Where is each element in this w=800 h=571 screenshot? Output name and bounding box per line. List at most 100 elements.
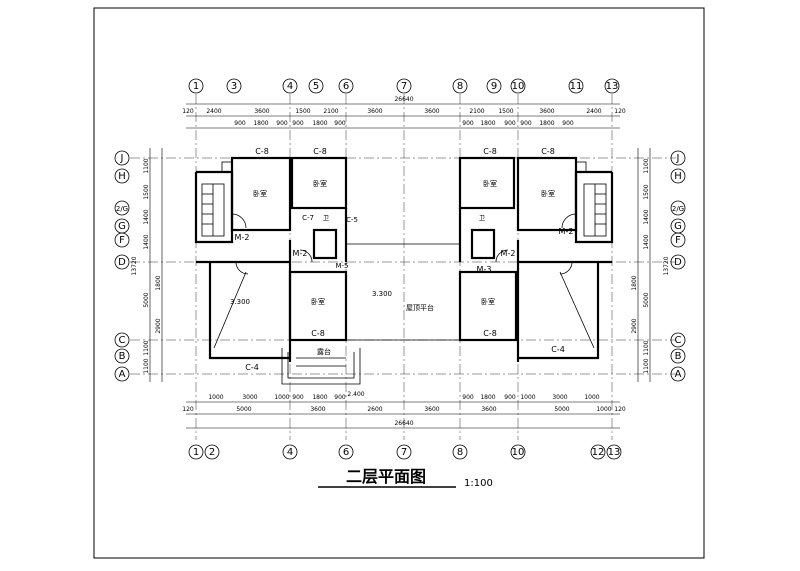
dimension-text: 1800	[312, 394, 327, 401]
opening-tags: C-8 C-8 C-8 C-8 C-8 C-8 C-4 C-4 M-2 M-2 …	[235, 147, 574, 398]
room-label-terrace: 屋顶平台	[406, 303, 434, 312]
dimension-text: 1100	[143, 358, 150, 373]
dimension-text: 3600	[367, 108, 382, 115]
edge-dimension: 120	[614, 406, 626, 413]
dimension-text: 900	[292, 120, 304, 127]
axis-bubble	[188, 78, 204, 94]
edge-dimension: 120	[182, 108, 194, 115]
dimension-text: 3600	[310, 406, 325, 413]
dimension-text: 900	[520, 120, 532, 127]
room-label-bedroom: 卧室	[313, 179, 327, 188]
dimension-text: 5000	[643, 292, 650, 307]
axis-bubble	[452, 78, 468, 94]
dimension-text: 900	[462, 120, 474, 127]
window-tag: C-8	[313, 147, 327, 156]
room-label-bedroom: 卧室	[253, 189, 267, 198]
walls	[194, 156, 614, 362]
axis-bubble	[604, 78, 620, 94]
room-label-balcony: 露台	[317, 347, 331, 356]
axis-label: J	[676, 153, 680, 164]
edge-dimension: 120	[182, 406, 194, 413]
dimension-text: 1000	[274, 394, 289, 401]
elevation-mark: 3.300	[372, 290, 392, 298]
axis-label: 2/G	[116, 205, 128, 213]
dimension-text: 2900	[155, 318, 162, 333]
overall-dimension: 26640	[394, 420, 413, 427]
dimension-text: 900	[504, 120, 516, 127]
door-tag: M-2	[559, 227, 574, 236]
room-label-bedroom: 卧室	[311, 297, 325, 306]
axis-label: B	[119, 351, 126, 362]
grid-circles-bottom	[188, 444, 622, 460]
dimension-lines	[149, 103, 651, 429]
dimension-text: 1400	[143, 209, 150, 224]
drawing-scale: 1:100	[464, 478, 493, 489]
grid-labels-top: 1 3 4 5 6 7 8 9 10 11 13	[193, 81, 619, 92]
top-dimensions-row1: 2400 3600 1500 2100 3600 3600 2100 1500 …	[206, 108, 601, 115]
axis-label: 11	[570, 81, 583, 92]
dimension-text: 1500	[643, 184, 650, 199]
axis-label: 7	[401, 81, 407, 92]
window-tag: C-5	[346, 216, 358, 224]
dimension-text: 3000	[552, 394, 567, 401]
dimension-text: 3600	[254, 108, 269, 115]
grid-circles-left	[114, 150, 130, 382]
dimension-text: 1100	[143, 158, 150, 173]
dimension-text: 1500	[143, 184, 150, 199]
axis-label: J	[120, 153, 124, 164]
dimension-text: 900	[334, 394, 346, 401]
axis-bubble	[226, 78, 242, 94]
axis-label: 12	[592, 447, 605, 458]
grid-labels-left: J H 2/G G F D C B A	[116, 153, 128, 380]
dimension-text: 1800	[312, 120, 327, 127]
dimension-text: 1500	[498, 108, 513, 115]
grid-labels-bottom: 1 2 4 6 7 8 10 12 13	[193, 447, 621, 458]
axis-label: 1	[193, 447, 199, 458]
dimension-text: 900	[504, 394, 516, 401]
room-label-bedroom: 卧室	[541, 189, 555, 198]
window-tag: C-8	[483, 329, 497, 338]
dimension-text: 1000	[208, 394, 223, 401]
axis-label: D	[118, 257, 126, 268]
axis-label: D	[674, 257, 682, 268]
axis-bubble	[308, 78, 324, 94]
window-tag: C-4	[245, 363, 259, 372]
axis-label: G	[674, 221, 682, 232]
axis-label: 4	[287, 447, 293, 458]
bottom-dimensions-row1: 1000 3000 1000 900 1800 900 900 1800 900…	[208, 394, 599, 401]
axis-label: F	[119, 235, 125, 246]
dimension-text: 1400	[643, 234, 650, 249]
dimension-text: 1100	[643, 158, 650, 173]
edge-dimension: 120	[614, 108, 626, 115]
side-dimensions-right: 1100 1500 1400 1400 1800 5000 2900 1100 …	[631, 158, 670, 373]
dimension-text: 1000	[520, 394, 535, 401]
dimension-text: 1800	[480, 120, 495, 127]
dimension-text: 1000	[584, 394, 599, 401]
dimension-text: 13720	[663, 256, 670, 275]
axis-label: 2	[209, 447, 215, 458]
dimension-text: 1800	[253, 120, 268, 127]
dimension-text: 3000	[242, 394, 257, 401]
dimension-text: 3600	[424, 108, 439, 115]
axis-label: 9	[491, 81, 497, 92]
overall-dimensions: 26640 26640 120 120 120 120	[182, 96, 626, 427]
dimension-text: 5000	[554, 406, 569, 413]
axis-bubble	[282, 78, 298, 94]
door-tag: M-2	[235, 233, 250, 242]
axis-label: 13	[606, 81, 619, 92]
sheet-border	[93, 7, 705, 559]
dimension-text: 900	[276, 120, 288, 127]
door-tag: M-2	[501, 249, 516, 258]
dimension-text: 5000	[143, 292, 150, 307]
window-tag: C-4	[551, 345, 565, 354]
dimension-text: 1800	[539, 120, 554, 127]
dimension-text: 900	[462, 394, 474, 401]
dimension-text: 1100	[143, 340, 150, 355]
axis-label: C	[119, 335, 126, 346]
axis-label: 8	[457, 447, 463, 458]
axis-label: 5	[313, 81, 319, 92]
dimension-text: 3600	[539, 108, 554, 115]
window-tag: C-7	[302, 214, 314, 222]
axis-label: 13	[608, 447, 621, 458]
dimension-text: 1800	[631, 275, 638, 290]
